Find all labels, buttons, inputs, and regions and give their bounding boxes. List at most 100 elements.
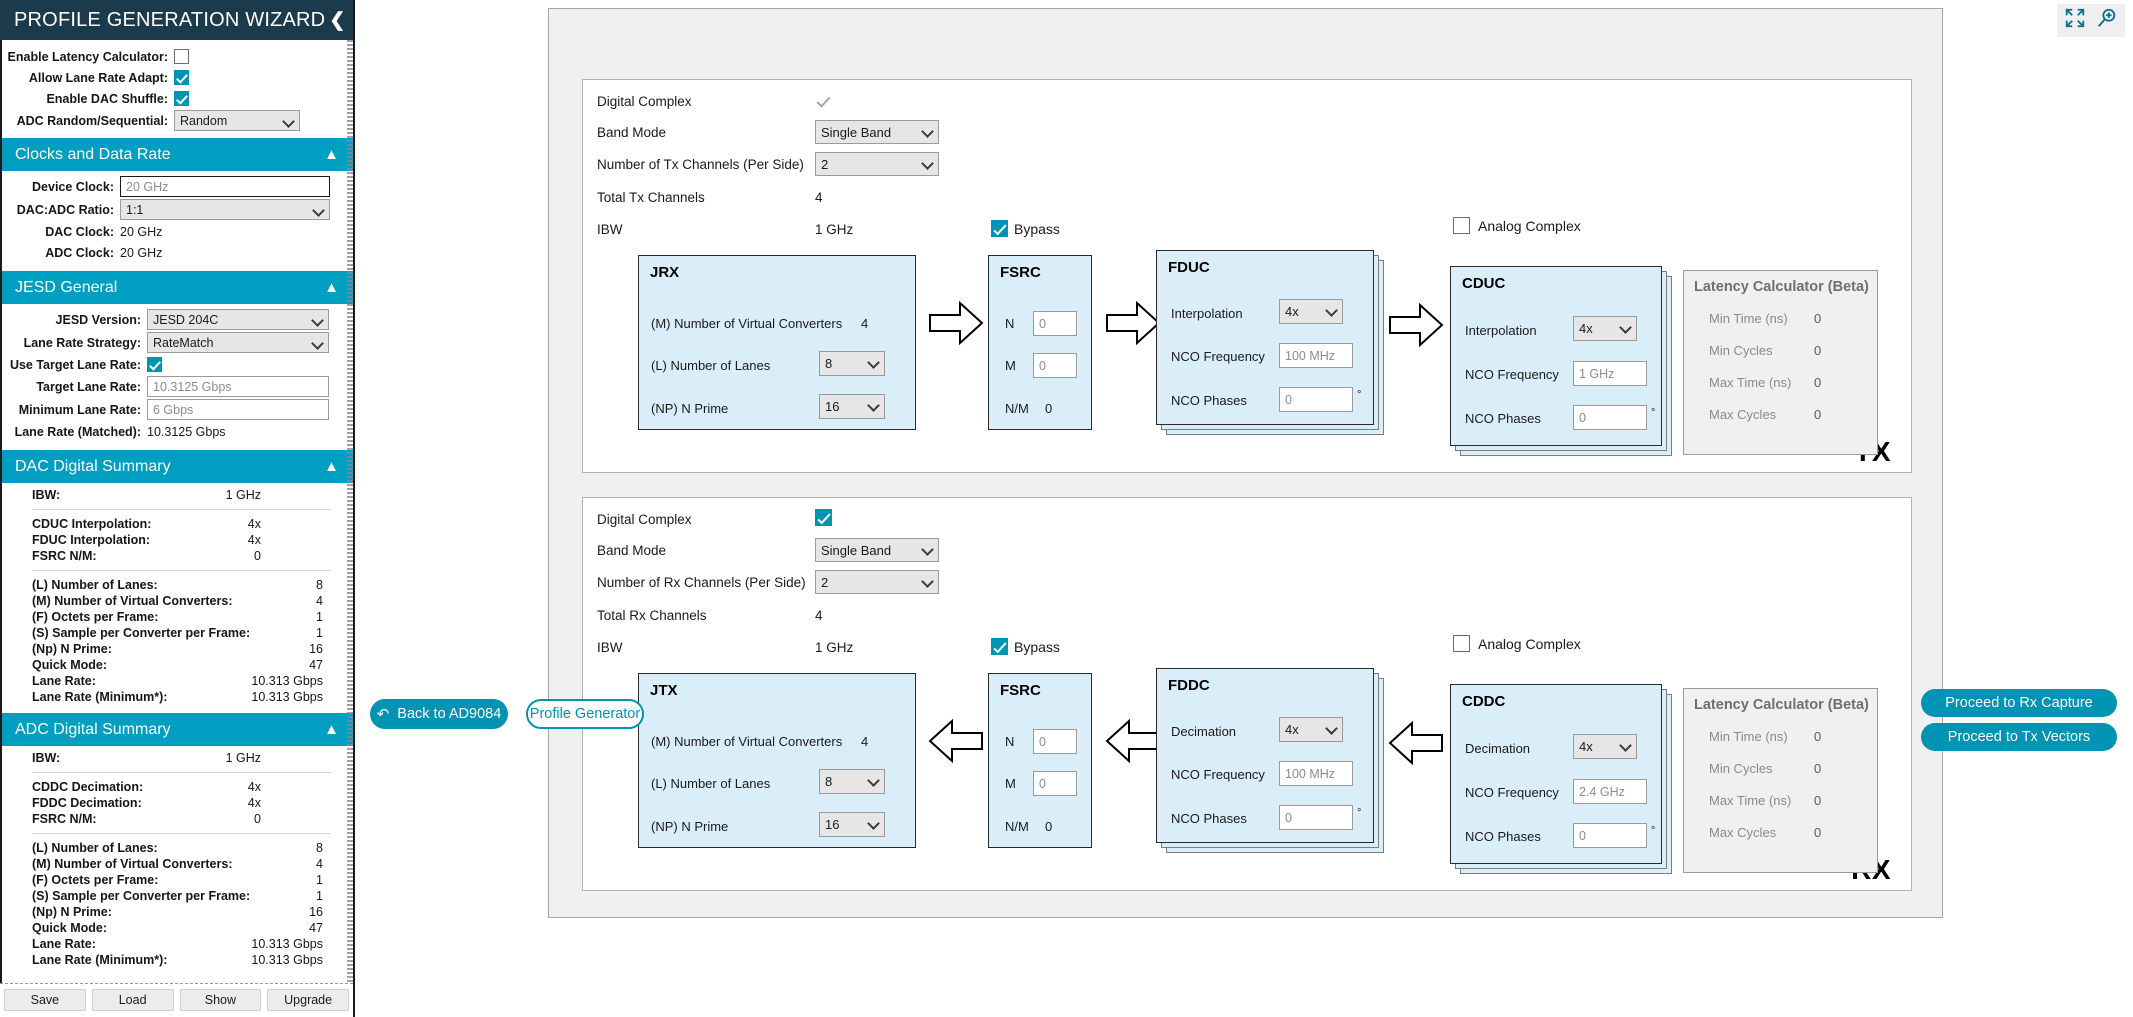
cddc-select-decimation[interactable]: 4x <box>1573 734 1637 759</box>
rx-checkbox-digital-complex[interactable] <box>815 509 832 526</box>
checkbox-enable-latency-calculator[interactable] <box>174 49 189 64</box>
select-lane-rate-strategy[interactable]: RateMatch <box>147 332 329 353</box>
upgrade-button[interactable]: Upgrade <box>267 989 349 1011</box>
back-to-device-button[interactable]: ↶ Back to AD9084 <box>370 699 508 729</box>
cddc-select-wrap-decimation: 4x <box>1573 734 1637 759</box>
fddc-select-decimation[interactable]: 4x <box>1279 717 1343 742</box>
proceed-rx-label: Proceed to Rx Capture <box>1945 695 2093 711</box>
summary-row-dac-lanerate-min: Lane Rate (Minimum*): 10.313 Gbps <box>2 689 353 705</box>
cduc-select-interpolation[interactable]: 4x <box>1573 316 1637 341</box>
tx-label-num-channels: Number of Tx Channels (Per Side) <box>597 157 804 172</box>
tx-checkbox-analog-complex[interactable] <box>1453 217 1470 234</box>
select-adc-random-sequential[interactable]: Random <box>174 110 300 131</box>
label-adc-lane-rate-min: Lane Rate (Minimum*): <box>32 953 168 967</box>
input-minimum-lane-rate[interactable] <box>147 399 329 420</box>
label-dac-lanes: (L) Number of Lanes: <box>32 578 158 592</box>
cddc-degree-symbol: ° <box>1651 825 1656 837</box>
fddc-input-nco-phases[interactable] <box>1279 805 1353 830</box>
tx-latency-value-min-time: 0 <box>1814 311 1822 326</box>
tx-fsrc-input-n[interactable] <box>1033 311 1077 336</box>
tx-value-total-channels: 4 <box>815 190 823 205</box>
sidebar-scroll-area[interactable]: Enable Latency Calculator: Allow Lane Ra… <box>0 40 353 983</box>
chevron-left-icon[interactable]: ❮ <box>329 9 346 31</box>
checkbox-enable-dac-shuffle[interactable] <box>174 91 189 106</box>
rx-select-band-mode[interactable]: Single Band <box>815 538 939 562</box>
chevron-up-icon-clocks[interactable]: ▲ <box>324 146 339 163</box>
cddc-input-nco-phases[interactable] <box>1573 823 1647 848</box>
input-target-lane-rate[interactable] <box>147 376 329 397</box>
rx-checkbox-bypass[interactable] <box>991 638 1008 655</box>
window-tools <box>2057 4 2125 37</box>
show-button[interactable]: Show <box>179 989 262 1011</box>
section-header-adc-summary[interactable]: ADC Digital Summary ▲ <box>2 713 353 746</box>
chevron-up-icon-dac[interactable]: ▲ <box>324 458 339 475</box>
input-device-clock[interactable] <box>120 176 330 197</box>
tx-checkbox-digital-complex[interactable] <box>815 92 832 109</box>
rx-label-analog-complex: Analog Complex <box>1478 635 1581 652</box>
value-dac-cduc-interp: 4x <box>247 517 261 531</box>
load-button[interactable]: Load <box>91 989 174 1011</box>
cduc-input-nco-frequency[interactable] <box>1573 361 1647 386</box>
jtx-select-n-prime[interactable]: 16 <box>819 812 885 837</box>
value-adc-quick-mode: 47 <box>309 921 323 935</box>
tx-checkbox-bypass[interactable] <box>991 220 1008 237</box>
label-lane-rate-matched: Lane Rate (Matched): <box>14 424 141 439</box>
tx-label-digital-complex: Digital Complex <box>597 94 692 109</box>
label-adc-lanes: (L) Number of Lanes: <box>32 841 158 855</box>
section-header-dac-summary[interactable]: DAC Digital Summary ▲ <box>2 450 353 483</box>
fddc-label-decimation: Decimation <box>1171 724 1237 739</box>
sidebar-title-bar: PROFILE GENERATION WIZARD ❮ <box>0 0 353 40</box>
tx-label-ibw: IBW <box>597 222 623 237</box>
select-dac-adc-ratio[interactable]: 1:1 <box>120 199 330 220</box>
proceed-tx-label: Proceed to Tx Vectors <box>1947 729 2091 745</box>
select-jesd-version[interactable]: JESD 204C <box>147 309 329 330</box>
fduc-select-interpolation[interactable]: 4x <box>1279 299 1343 324</box>
cduc-input-nco-phases[interactable] <box>1573 405 1647 430</box>
option-row-enable-dac-shuffle: Enable DAC Shuffle: <box>2 88 353 109</box>
profile-generator-tab[interactable]: Profile Generator <box>526 699 644 729</box>
jrx-select-lanes[interactable]: 8 <box>819 351 885 376</box>
jrx-value-virtual-converters: 4 <box>861 316 869 331</box>
chevron-up-icon-jesd[interactable]: ▲ <box>324 279 339 296</box>
expand-arrows-icon[interactable] <box>2064 7 2086 34</box>
fduc-input-nco-phases[interactable] <box>1279 387 1353 412</box>
tx-select-band-mode[interactable]: Single Band <box>815 120 939 144</box>
rx-fsrc-input-m[interactable] <box>1033 771 1077 796</box>
sidebar-scrollbar[interactable] <box>347 40 353 983</box>
label-enable-dac-shuffle: Enable DAC Shuffle: <box>46 91 168 106</box>
row-adc-clock: ADC Clock: 20 GHz <box>2 242 353 263</box>
rx-latency-calculator: Latency Calculator (Beta) Min Time (ns) … <box>1683 688 1878 873</box>
chevron-up-icon-adc[interactable]: ▲ <box>324 721 339 738</box>
rx-fsrc-input-n[interactable] <box>1033 729 1077 754</box>
summary-row-dac-fsrc: FSRC N/M: 0 <box>2 548 353 564</box>
rx-checkbox-analog-complex[interactable] <box>1453 635 1470 652</box>
rx-latency-label-max-time: Max Time (ns) <box>1709 793 1792 808</box>
section-body-clocks: Device Clock: DAC:ADC Ratio: 1:1 DAC Clo… <box>2 171 353 269</box>
label-adc-octets-frame: (F) Octets per Frame: <box>32 873 159 887</box>
save-button[interactable]: Save <box>4 989 86 1011</box>
value-dac-octets-frame: 1 <box>316 610 323 624</box>
tx-fsrc-value-nm: 0 <box>1045 401 1053 416</box>
proceed-to-rx-capture-button[interactable]: Proceed to Rx Capture <box>1921 689 2117 717</box>
section-header-jesd-general[interactable]: JESD General ▲ <box>2 271 353 304</box>
section-header-clocks[interactable]: Clocks and Data Rate ▲ <box>2 138 353 171</box>
jrx-select-n-prime[interactable]: 16 <box>819 394 885 419</box>
tx-fsrc-input-m[interactable] <box>1033 353 1077 378</box>
value-adc-ibw: 1 GHz <box>225 751 261 765</box>
magnifier-plus-icon[interactable] <box>2096 7 2118 34</box>
summary-row-adc-fddc: FDDC Decimation: 4x <box>2 795 353 811</box>
fddc-input-nco-frequency[interactable] <box>1279 761 1353 786</box>
tx-select-num-channels[interactable]: 2 <box>815 152 939 176</box>
rx-select-num-channels[interactable]: 2 <box>815 570 939 594</box>
jtx-select-lanes[interactable]: 8 <box>819 769 885 794</box>
fduc-input-nco-frequency[interactable] <box>1279 343 1353 368</box>
summary-row-adc-quickmode: Quick Mode: 47 <box>2 920 353 936</box>
select-wrap-dac-adc-ratio: 1:1 <box>120 199 330 220</box>
proceed-to-tx-vectors-button[interactable]: Proceed to Tx Vectors <box>1921 723 2117 751</box>
divider-dac-1 <box>32 509 331 510</box>
back-to-device-label: Back to AD9084 <box>397 706 502 722</box>
checkbox-use-target-lane-rate[interactable] <box>147 357 162 372</box>
checkbox-allow-lane-rate-adapt[interactable] <box>174 70 189 85</box>
cddc-input-nco-frequency[interactable] <box>1573 779 1647 804</box>
fduc-degree-symbol: ° <box>1357 389 1362 401</box>
